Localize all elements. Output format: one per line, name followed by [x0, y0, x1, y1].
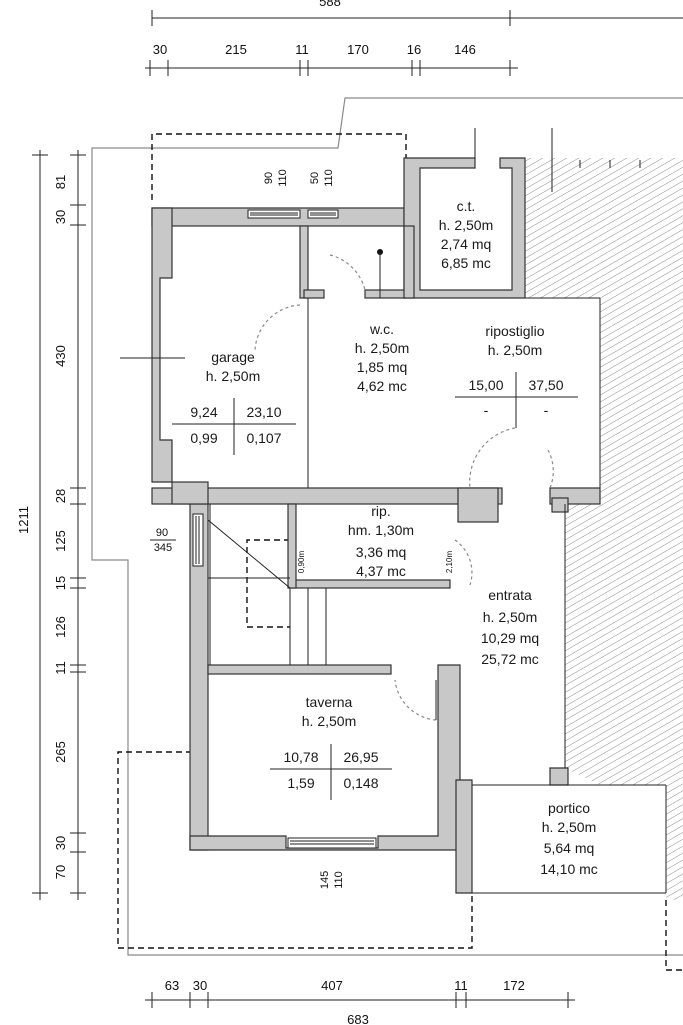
bottom-overall-dim: 683 — [347, 1012, 369, 1025]
room-ripostiglio-label: ripostiglio h. 2,50m 15,00 37,50 - - — [455, 323, 578, 428]
windows — [192, 209, 377, 849]
left-dim-8: 11 — [53, 661, 68, 675]
bottom-dim-5: 172 — [503, 978, 525, 993]
top-dimensions: 588 30 215 11 170 16 146 — [145, 0, 683, 76]
room-height: hm. 1,30m — [348, 522, 414, 538]
left-dim-7: 126 — [53, 616, 68, 638]
garage-window-height: 110 — [277, 169, 289, 187]
rip-opening-b: 2,10m — [445, 551, 454, 574]
dashed-stair-outline — [246, 539, 290, 628]
hatched-ground-area — [525, 158, 683, 900]
taverna-window-width: 145 — [319, 871, 331, 889]
room-name: taverna — [306, 694, 353, 710]
room-name: ripostiglio — [485, 323, 544, 339]
table-bottom-left: 1,59 — [287, 775, 314, 791]
room-volume: 4,62 mc — [357, 378, 407, 394]
room-height: h. 2,50m — [488, 342, 542, 358]
room-height: h. 2,50m — [483, 609, 537, 625]
dashed-right-outline — [665, 900, 683, 971]
left-dim-9: 265 — [53, 741, 68, 763]
left-dim-5: 125 — [53, 530, 68, 552]
rip-opening-a: 0,90m — [297, 551, 306, 574]
side-window-width: 90 — [156, 527, 168, 539]
left-dim-3: 430 — [53, 345, 68, 367]
table-top-right: 37,50 — [528, 377, 563, 393]
left-dim-10: 30 — [53, 836, 68, 850]
room-area: 3,36 mq — [356, 544, 407, 560]
bottom-dim-3: 407 — [321, 978, 343, 993]
left-dim-1: 81 — [53, 175, 68, 189]
table-bottom-left: 0,99 — [190, 430, 217, 446]
room-area: 10,29 mq — [481, 630, 539, 646]
table-top-left: 9,24 — [190, 404, 217, 420]
left-overall-dim: 1211 — [16, 506, 31, 534]
table-bottom-left: - — [484, 402, 489, 418]
top-dim-4: 170 — [347, 42, 369, 57]
garage-window-width: 90 — [263, 172, 275, 184]
table-top-right: 23,10 — [246, 404, 281, 420]
top-dim-6: 146 — [454, 42, 476, 57]
room-area: 1,85 mq — [357, 359, 408, 375]
room-height: h. 2,50m — [542, 819, 596, 835]
room-entrata-label: entrata h. 2,50m 10,29 mq 25,72 mc — [481, 587, 539, 667]
room-taverna-label: taverna h. 2,50m 10,78 26,95 1,59 0,148 — [270, 694, 392, 800]
table-top-right: 26,95 — [343, 749, 378, 765]
room-outlines — [120, 128, 667, 894]
left-dim-2: 30 — [53, 210, 68, 224]
table-top-left: 10,78 — [283, 749, 318, 765]
room-volume: 6,85 mc — [441, 255, 491, 271]
top-dim-3: 11 — [295, 42, 309, 57]
room-rip-label: rip. hm. 1,30m 3,36 mq 4,37 mc — [348, 503, 414, 579]
dashed-lower-outline — [117, 751, 473, 949]
taverna-window-height: 110 — [333, 871, 345, 889]
room-area: 5,64 mq — [544, 840, 595, 856]
room-wc-label: w.c. h. 2,50m 1,85 mq 4,62 mc — [355, 321, 409, 394]
room-area: 2,74 mq — [441, 236, 492, 252]
room-height: h. 2,50m — [302, 713, 356, 729]
room-height: h. 2,50m — [439, 217, 493, 233]
top-dim-2: 215 — [225, 42, 247, 57]
room-volume: 25,72 mc — [481, 651, 539, 667]
opening-labels: 90 110 50 110 90 345 145 110 0,90m 2,10m — [150, 169, 454, 889]
room-height: h. 2,50m — [206, 368, 260, 384]
wc-window-width: 50 — [309, 172, 321, 184]
table-bottom-right: 0,107 — [246, 430, 281, 446]
room-name: rip. — [371, 503, 390, 519]
top-dim-5: 16 — [407, 42, 421, 57]
room-name: garage — [211, 349, 255, 365]
table-bottom-right: - — [544, 402, 549, 418]
table-top-left: 15,00 — [468, 377, 503, 393]
room-ct-label: c.t. h. 2,50m 2,74 mq 6,85 mc — [439, 198, 493, 271]
property-boundary — [91, 97, 683, 956]
table-bottom-right: 0,148 — [343, 775, 378, 791]
wc-window-height: 110 — [323, 169, 335, 187]
left-dim-6: 15 — [53, 576, 68, 590]
dashed-upper-outline — [151, 133, 407, 200]
room-name: entrata — [488, 587, 532, 603]
top-overall-dim: 588 — [319, 0, 341, 9]
bottom-dim-1: 63 — [165, 978, 179, 993]
room-height: h. 2,50m — [355, 340, 409, 356]
room-name: portico — [548, 800, 590, 816]
side-window-height: 345 — [154, 542, 172, 554]
room-volume: 14,10 mc — [540, 861, 598, 877]
left-dim-11: 70 — [53, 865, 68, 879]
left-dim-4: 28 — [53, 489, 68, 503]
room-volume: 4,37 mc — [356, 563, 406, 579]
bottom-dimensions: 63 30 407 11 172 683 — [145, 978, 575, 1025]
top-dim-1: 30 — [153, 42, 167, 57]
bottom-dim-4: 11 — [454, 978, 468, 993]
room-garage-label: garage h. 2,50m 9,24 23,10 0,99 0,107 — [172, 349, 296, 455]
room-name: w.c. — [369, 321, 394, 337]
room-name: c.t. — [457, 198, 476, 214]
room-portico-label: portico h. 2,50m 5,64 mq 14,10 mc — [540, 800, 598, 877]
walls — [151, 157, 601, 894]
door-swings — [254, 254, 554, 721]
bottom-dim-2: 30 — [193, 978, 207, 993]
left-dimensions: 1211 81 30 430 28 125 15 126 11 265 30 7… — [16, 150, 86, 900]
